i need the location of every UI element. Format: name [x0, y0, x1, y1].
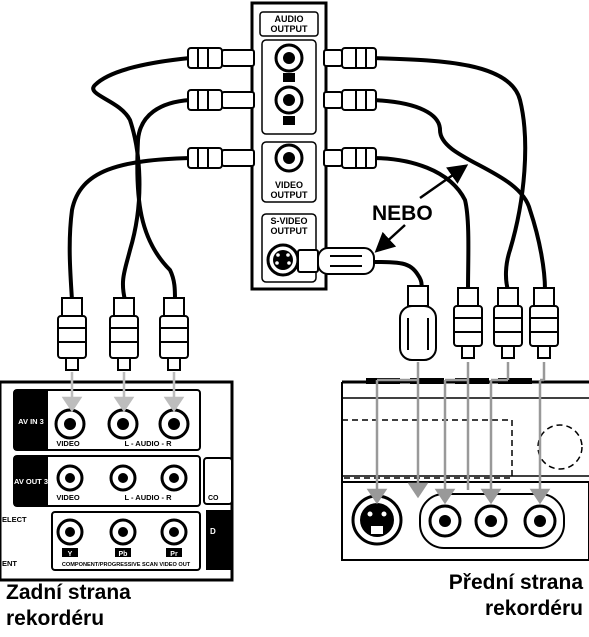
- row3-footer-label: COMPONENT/PROGRESSIVE SCAN VIDEO OUT: [62, 562, 191, 568]
- left-edge-top-label: ELECT: [2, 515, 27, 524]
- video-output-label-2: OUTPUT: [271, 190, 309, 200]
- front-plug-audio-r: [529, 287, 559, 359]
- plug-video-right: [323, 147, 377, 169]
- right-edge-mid-label: CO: [208, 495, 219, 502]
- cable-video-left: [67, 156, 192, 302]
- insertion-arrows: [61, 362, 551, 505]
- front-caption-line1: Přední strana: [448, 571, 583, 594]
- or-label: NEBO: [372, 202, 433, 225]
- row3-y-label: Y: [68, 551, 73, 558]
- or-arrow-down: [374, 224, 406, 253]
- cable-audio-upper-left: [91, 56, 192, 302]
- cable-audio-upper-right: [370, 56, 528, 292]
- recorder-front-panel: [341, 378, 589, 561]
- row1-audio-label: L - AUDIO - R: [124, 439, 172, 448]
- row2-video-label: VIDEO: [56, 493, 80, 502]
- rear-plug-video: [57, 297, 87, 371]
- svideo-output-label-2: OUTPUT: [271, 226, 309, 236]
- plug-video-left: [187, 147, 255, 169]
- rear-side-caption: Zadní strana rekordéru: [6, 580, 131, 632]
- plug-audio-left-1: [187, 47, 255, 69]
- or-arrow-up: [419, 164, 469, 200]
- audio-output-label-1: AUDIO: [275, 14, 304, 24]
- row3-pr-label: Pr: [170, 551, 178, 558]
- rear-plug-audio-r: [159, 297, 189, 371]
- or-indicators: [374, 164, 469, 253]
- svideo-output-label-1: S-VIDEO: [270, 216, 307, 226]
- right-edge-low-label: D: [210, 527, 216, 536]
- front-plug-video: [453, 287, 483, 359]
- rear-plug-audio-l: [109, 297, 139, 371]
- cable-video-right: [370, 156, 471, 292]
- av-out-label: AV OUT 3: [14, 477, 48, 486]
- recorder-rear-panel: AV IN 3 VIDEO L - AUDIO - R AV OUT 3 VID…: [0, 380, 234, 582]
- cable-audio-lower-left: [135, 98, 192, 302]
- av-in-label: AV IN 3: [18, 417, 44, 426]
- row2-audio-label: L - AUDIO - R: [124, 493, 172, 502]
- plug-audio-right-1: [323, 47, 377, 69]
- row1-video-label: VIDEO: [56, 439, 80, 448]
- rear-plugs: [57, 297, 189, 371]
- player-back-panel: AUDIO OUTPUT VIDEO OUTPUT S-VIDEO OUTPUT: [250, 1, 328, 291]
- row3-pb-label: Pb: [119, 551, 128, 558]
- cables: [67, 56, 547, 302]
- video-output-label-1: VIDEO: [275, 180, 303, 190]
- rear-caption-line1: Zadní strana: [6, 581, 131, 604]
- left-edge-bottom-label: ENT: [2, 559, 17, 568]
- cable-audio-lower-right: [370, 98, 547, 292]
- front-plug-svideo: [399, 285, 437, 361]
- front-plugs: [399, 285, 559, 361]
- front-plug-audio-l: [493, 287, 523, 359]
- front-side-caption: Přední strana rekordéru: [449, 570, 583, 622]
- front-caption-line2: rekordéru: [484, 597, 583, 620]
- rear-caption-line2: rekordéru: [6, 607, 105, 630]
- plug-audio-left-2: [187, 89, 255, 111]
- audio-output-label-2: OUTPUT: [271, 24, 309, 34]
- plug-audio-right-2: [323, 89, 377, 111]
- player-plugs: [187, 47, 377, 275]
- plug-svideo: [297, 247, 375, 275]
